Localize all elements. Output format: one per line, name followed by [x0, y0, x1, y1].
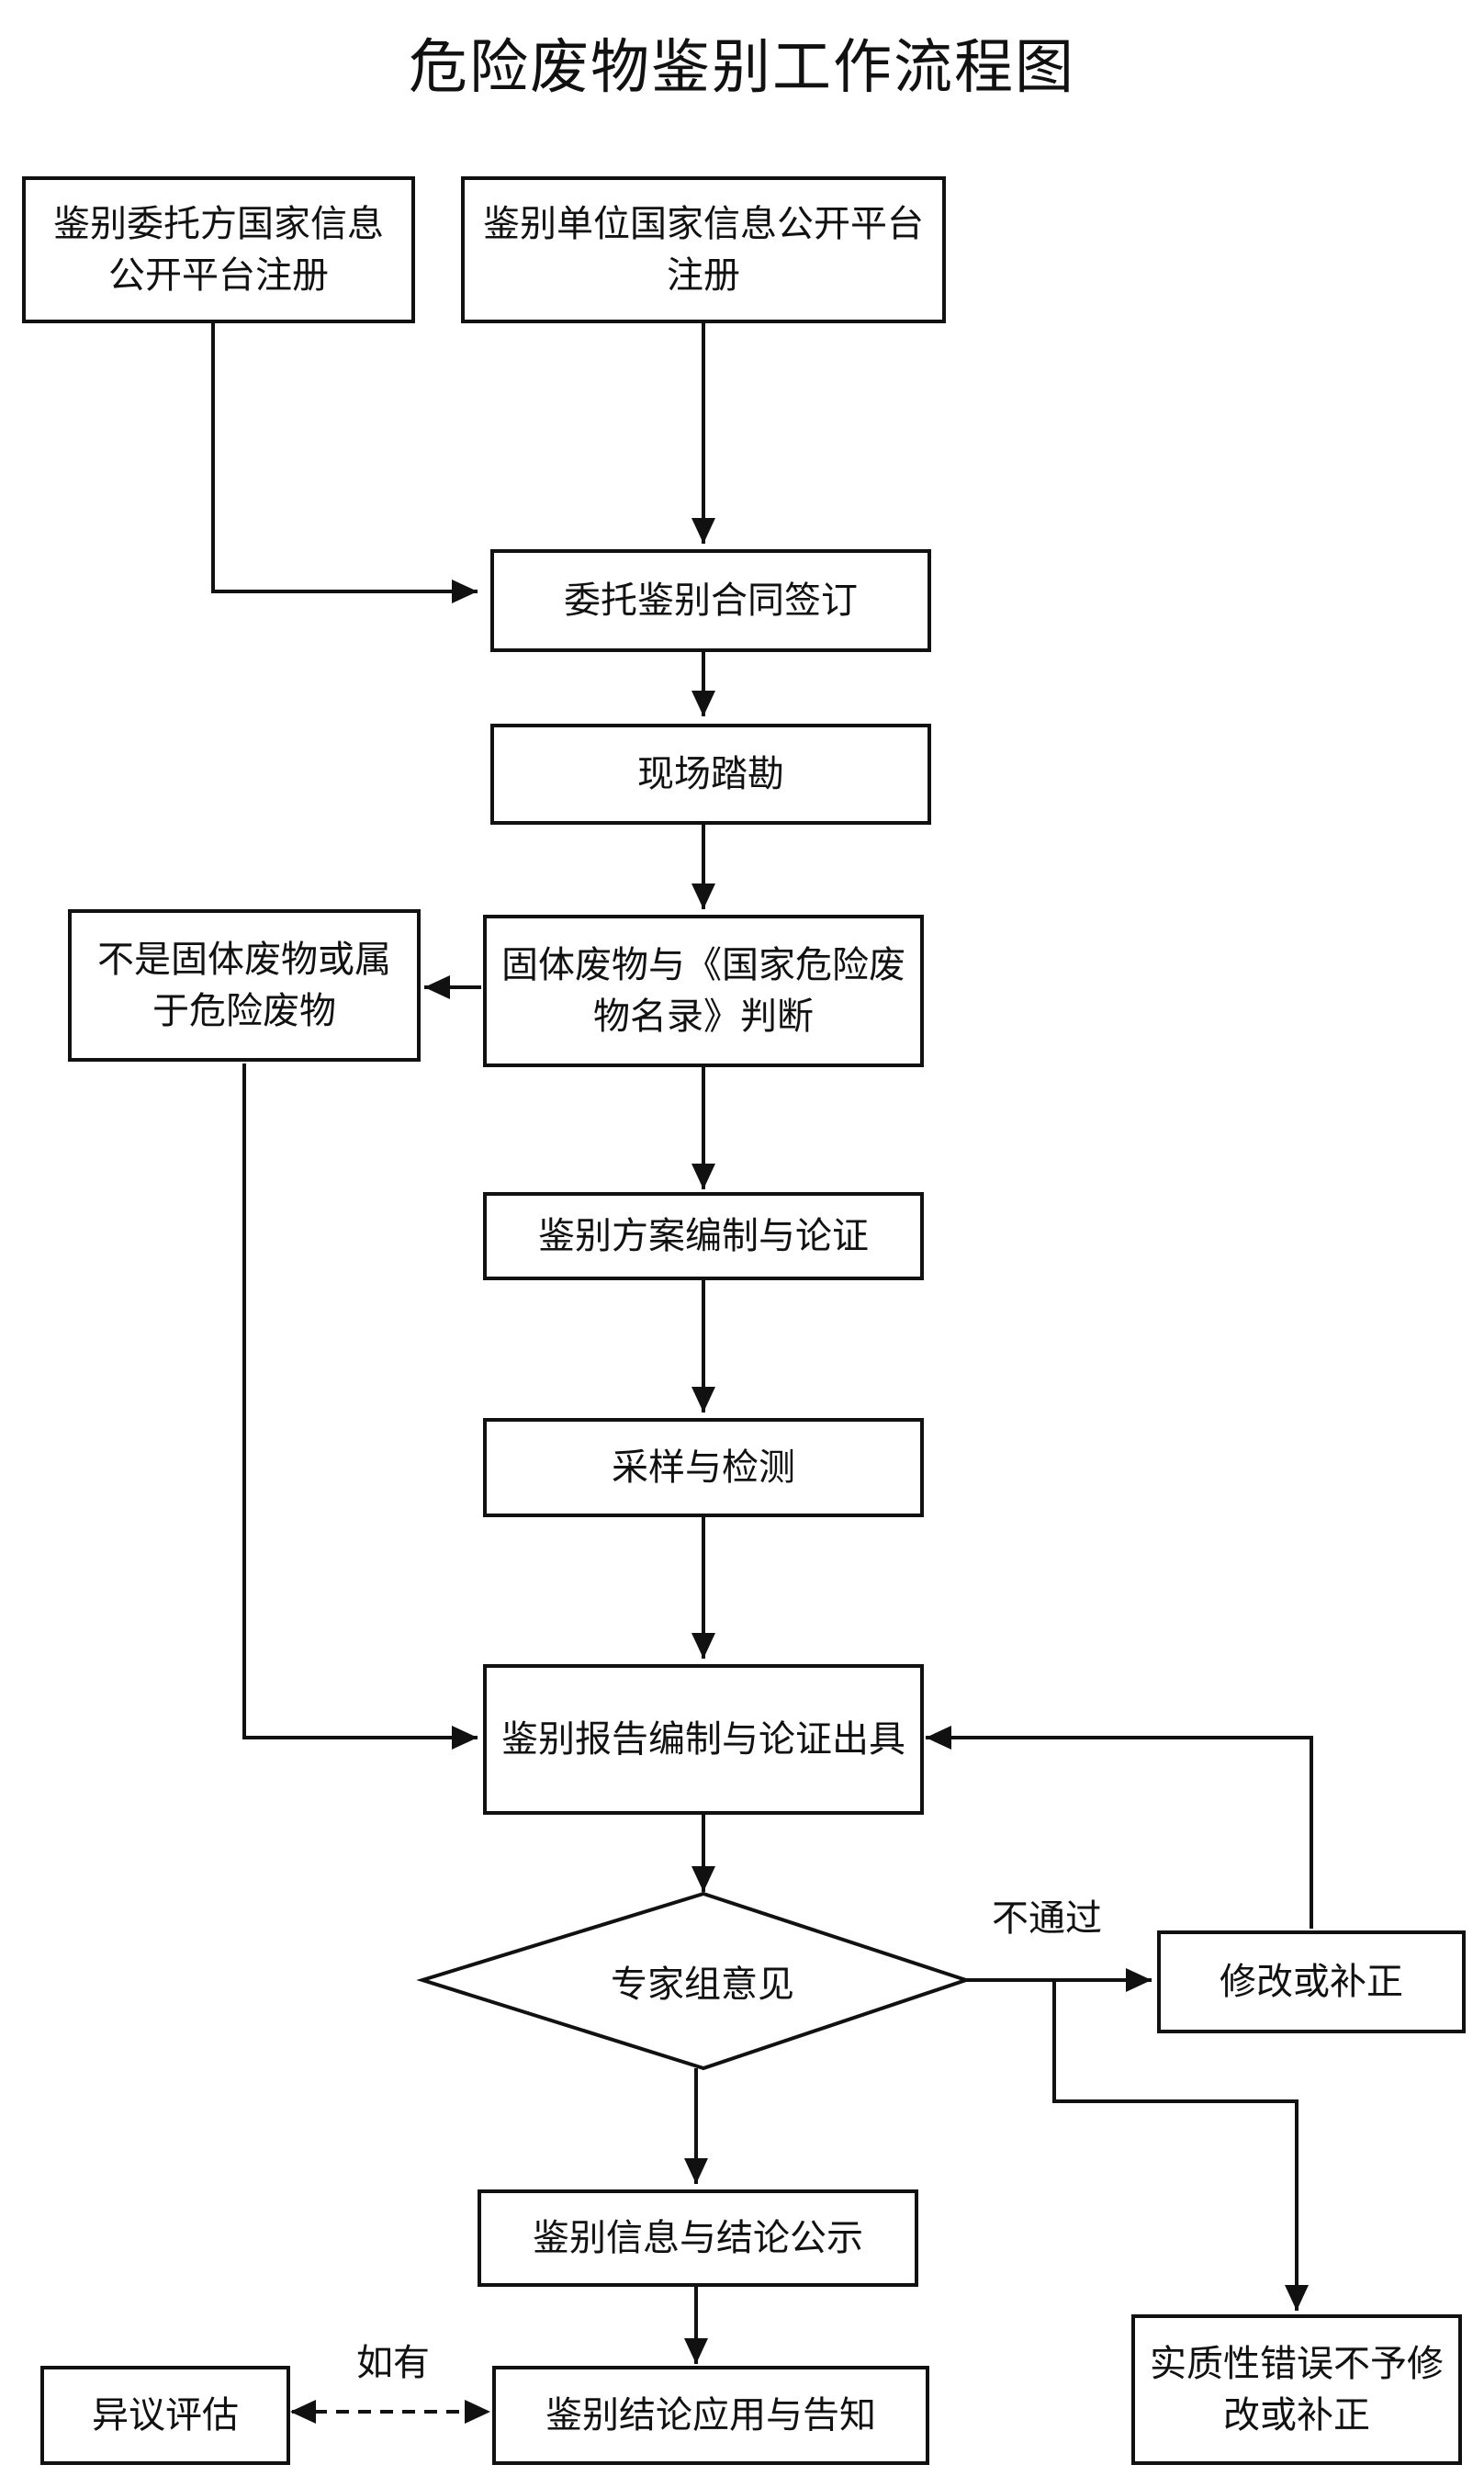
plan-box: 鉴别方案编制与论证	[483, 1192, 924, 1280]
contract-box: 委托鉴别合同签订	[490, 549, 931, 652]
client-register-box: 鉴别委托方国家信息公开平台注册	[22, 176, 415, 323]
substantive-error-box: 实质性错误不予修改或补正	[1131, 2314, 1462, 2465]
not-hazardous-box: 不是固体废物或属于危险废物	[68, 909, 421, 1062]
publicity-box: 鉴别信息与结论公示	[478, 2189, 918, 2287]
unit-register-box: 鉴别单位国家信息公开平台注册	[461, 176, 946, 323]
fail-label: 不通过	[992, 1897, 1102, 1940]
connector-revise-to-report	[926, 1726, 1313, 1929]
page-title: 危险废物鉴别工作流程图	[409, 34, 1075, 102]
expert-label: 专家组意见	[611, 1964, 794, 2006]
objection-box: 异议评估	[40, 2366, 290, 2465]
sampling-box: 采样与检测	[483, 1418, 924, 1517]
if-any-label: 如有	[356, 2342, 430, 2384]
connector-nothazard-to-report	[242, 1064, 478, 1750]
site-survey-box: 现场踏勘	[490, 724, 931, 825]
connector-expert-to-error	[1052, 1980, 1309, 2311]
judgement-box: 固体废物与《国家危险废物名录》判断	[483, 915, 924, 1067]
expert-diamond	[416, 1891, 972, 2071]
connector-client-to-contract	[211, 323, 478, 603]
application-box: 鉴别结论应用与告知	[492, 2366, 929, 2465]
revise-box: 修改或补正	[1157, 1930, 1466, 2033]
report-box: 鉴别报告编制与论证出具	[483, 1664, 924, 1815]
